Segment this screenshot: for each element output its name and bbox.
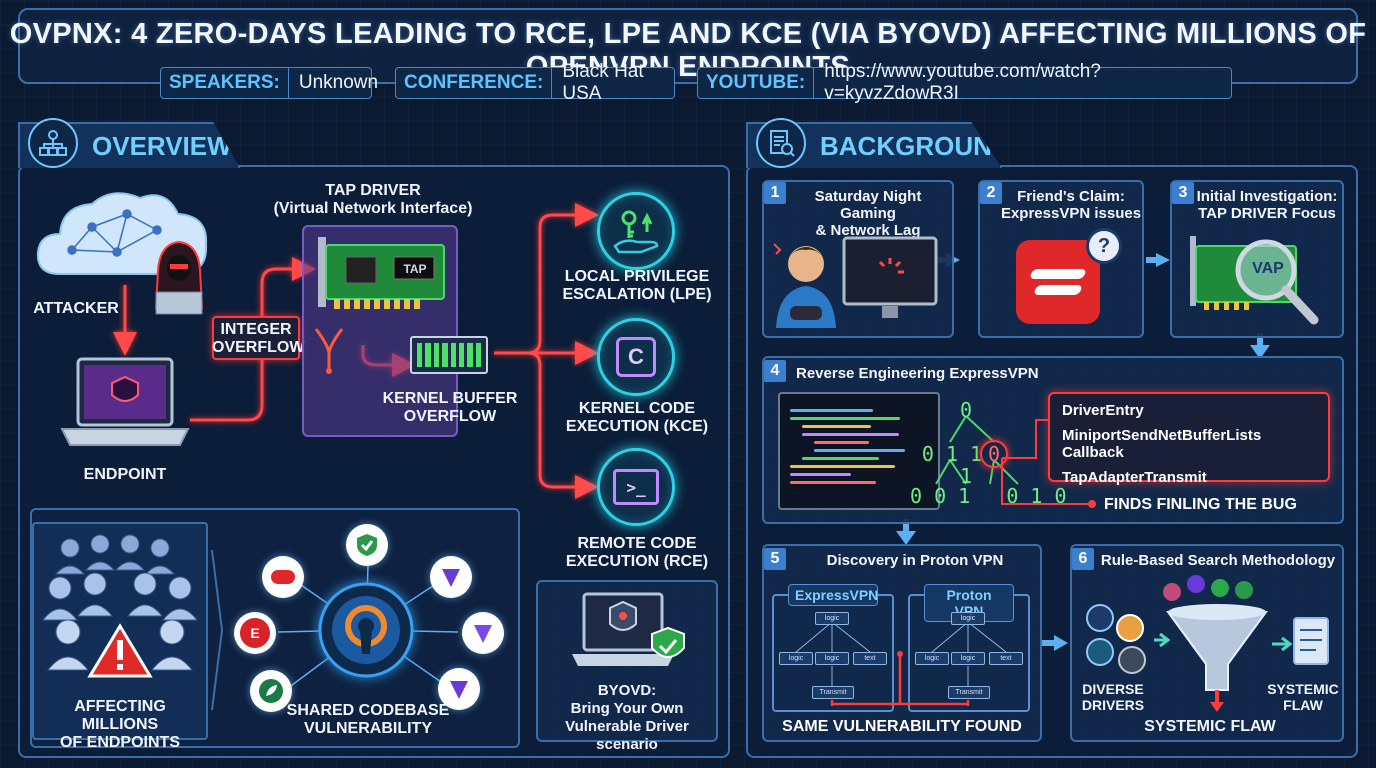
- tree-mid-left: 0 1 1: [921, 442, 983, 466]
- shared-codebase-diagram: [211, 549, 459, 711]
- flow-node: logic: [779, 652, 813, 665]
- endpoint-laptop-icon: [60, 355, 190, 455]
- tree-mid-right: 0: [980, 440, 1008, 468]
- function-item: DriverEntry: [1062, 402, 1144, 419]
- flow-node: logic: [951, 612, 985, 625]
- speakers-value: Unknown: [298, 72, 379, 93]
- leaf-app-icon: [250, 670, 292, 712]
- tree-mid-one: 1: [959, 464, 973, 488]
- millions-label: AFFECTING MILLIONS OF ENDPOINTS: [59, 698, 180, 751]
- function-item: TapAdapterTransmit: [1062, 469, 1207, 486]
- protonvpn-triangle-icon: [462, 612, 504, 654]
- protonvpn-alt-icon: [438, 668, 480, 710]
- step1-title: Saturday Night Gaming & Network Lag: [814, 188, 922, 239]
- tree-top: 0: [959, 398, 973, 422]
- conference-key: CONFERENCE:: [396, 68, 553, 98]
- cpu-chip-icon: C: [616, 337, 656, 377]
- step4-title: Reverse Engineering ExpressVPN: [796, 365, 1039, 382]
- flow-node: logic: [951, 652, 985, 665]
- step2-number: 2: [980, 182, 1002, 204]
- conference-meta: CONFERENCE: Black Hat USA: [395, 61, 675, 104]
- flow-diagram-lines: [795, 621, 1007, 706]
- lpe-circle: [597, 192, 675, 270]
- flow-node: text: [853, 652, 887, 665]
- flow-node: Transmit: [812, 686, 854, 699]
- integer-overflow-label: INTEGER OVERFLOW: [212, 321, 305, 356]
- funnel-diagram: [1086, 575, 1329, 712]
- terminal-icon: >_: [613, 469, 659, 505]
- systemic-flaw-bottom-label: SYSTEMIC FLAW: [1144, 718, 1276, 735]
- step2-title: Friend's Claim: ExpressVPN issues: [1000, 188, 1142, 222]
- integer-overflow-box: [212, 316, 300, 360]
- step6-title: Rule-Based Search Methodology: [1100, 552, 1336, 569]
- kce-circle: C: [597, 318, 675, 396]
- background-title: BACKGROUND: [820, 130, 1011, 161]
- tap-chip-label: TAP: [403, 262, 427, 276]
- step3-title: Initial Investigation: TAP DRIVER Focus: [1196, 188, 1338, 222]
- function-item: MiniportSendNetBufferLists Callback: [1062, 427, 1262, 461]
- youtube-meta: YOUTUBE: https://www.youtube.com/watch?v…: [697, 61, 1232, 104]
- question-badge-icon: ?: [1086, 228, 1122, 264]
- step5-title: Discovery in Proton VPN: [826, 552, 1004, 569]
- speakers-meta: SPEAKERS: Unknown: [160, 67, 378, 99]
- step5-number: 5: [764, 548, 786, 570]
- memory-buffer-icon: [410, 336, 488, 374]
- function-list-box: DriverEntry MiniportSendNetBufferLists C…: [1048, 392, 1330, 486]
- same-vuln-label: SAME VULNERABILITY FOUND: [782, 718, 1022, 735]
- expressvpn-logo-large-icon: [1016, 240, 1100, 324]
- flow-node: text: [989, 652, 1023, 665]
- kernel-buffer-label: KERNEL BUFFER OVERFLOW: [382, 390, 518, 425]
- step4-number: 4: [764, 360, 786, 382]
- systemic-flaw-right-label: SYSTEMIC FLAW: [1267, 681, 1339, 713]
- fork-glyph-icon: [312, 325, 346, 375]
- rce-circle: >_: [597, 448, 675, 526]
- laptop-shield-icon: [570, 590, 690, 680]
- flow-node: logic: [815, 612, 849, 625]
- diverse-drivers-label: DIVERSE DRIVERS: [1081, 681, 1145, 713]
- expressvpn-logo-icon: E: [234, 612, 276, 654]
- overview-title: OVERVIEW: [92, 130, 232, 161]
- expressvpn-flow-head: ExpressVPN: [788, 584, 878, 606]
- magnified-card-icon: [1188, 232, 1328, 332]
- youtube-link[interactable]: https://www.youtube.com/watch?v=kyvzZdow…: [824, 61, 1101, 104]
- finds-bug-label: FINDS FINLING THE BUG: [1104, 496, 1297, 513]
- step3-number: 3: [1172, 182, 1194, 204]
- key-hand-icon: [613, 210, 659, 254]
- byovd-label: BYOVD: Bring Your Own Vulnerable Driver …: [565, 682, 689, 753]
- endpoint-label: ENDPOINT: [83, 466, 167, 483]
- crowd-icon: [40, 530, 200, 680]
- org-chart-icon: [28, 118, 78, 168]
- shared-label: SHARED CODEBASE VULNERABILITY: [286, 702, 450, 737]
- bug-pointer-line: [1001, 419, 1096, 508]
- conference-value: Black Hat USA: [562, 61, 644, 104]
- flow-node: logic: [815, 652, 849, 665]
- expressvpn-app-icon: [262, 556, 304, 598]
- step6-number: 6: [1072, 548, 1094, 570]
- hacker-icon: [148, 238, 210, 320]
- protonvpn-app-icon: [430, 556, 472, 598]
- step1-number: 1: [764, 182, 786, 204]
- lpe-label: LOCAL PRIVILEGE ESCALATION (LPE): [562, 268, 712, 303]
- document-search-icon: [756, 118, 806, 168]
- flow-node: Transmit: [948, 686, 990, 699]
- rce-label: REMOTE CODE EXECUTION (RCE): [565, 535, 709, 570]
- flow-node: logic: [915, 652, 949, 665]
- tap-driver-label: TAP DRIVER (Virtual Network Interface): [273, 182, 473, 217]
- step3-lens-label: VAP: [1252, 260, 1284, 277]
- speakers-key: SPEAKERS:: [161, 68, 289, 98]
- shield-check-icon: [346, 524, 388, 566]
- kce-label: KERNEL CODE EXECUTION (KCE): [565, 400, 709, 435]
- network-card-icon: [318, 235, 448, 315]
- gamer-icon: [770, 228, 946, 332]
- code-editor-icon: [778, 392, 940, 510]
- youtube-key: YOUTUBE:: [698, 68, 815, 98]
- attacker-label: ATTACKER: [33, 300, 119, 317]
